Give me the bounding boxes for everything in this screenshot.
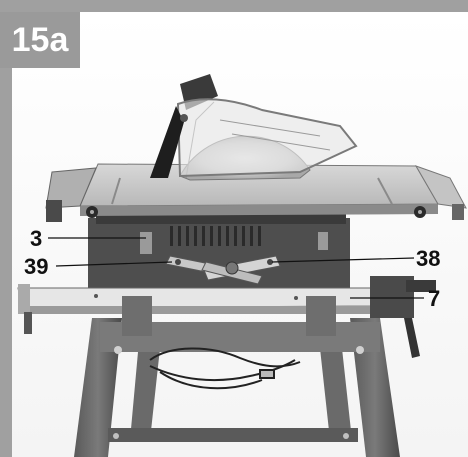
power-cable — [149, 347, 301, 390]
saw-housing — [88, 214, 350, 288]
lever-mechanism — [165, 255, 281, 285]
callout-7: 7 — [428, 286, 441, 311]
blade-guard — [150, 74, 358, 178]
figure-label: 15a — [0, 12, 80, 68]
callout-3: 3 — [30, 226, 43, 251]
frame-left-bar — [0, 0, 12, 457]
callout-38: 38 — [416, 246, 441, 271]
table-saw-photo — [12, 12, 468, 457]
callout-39: 39 — [24, 254, 49, 279]
frame-top-bar — [0, 0, 468, 12]
extension-rail — [17, 276, 436, 358]
leader-lines — [48, 237, 424, 299]
saw-table — [45, 163, 467, 222]
